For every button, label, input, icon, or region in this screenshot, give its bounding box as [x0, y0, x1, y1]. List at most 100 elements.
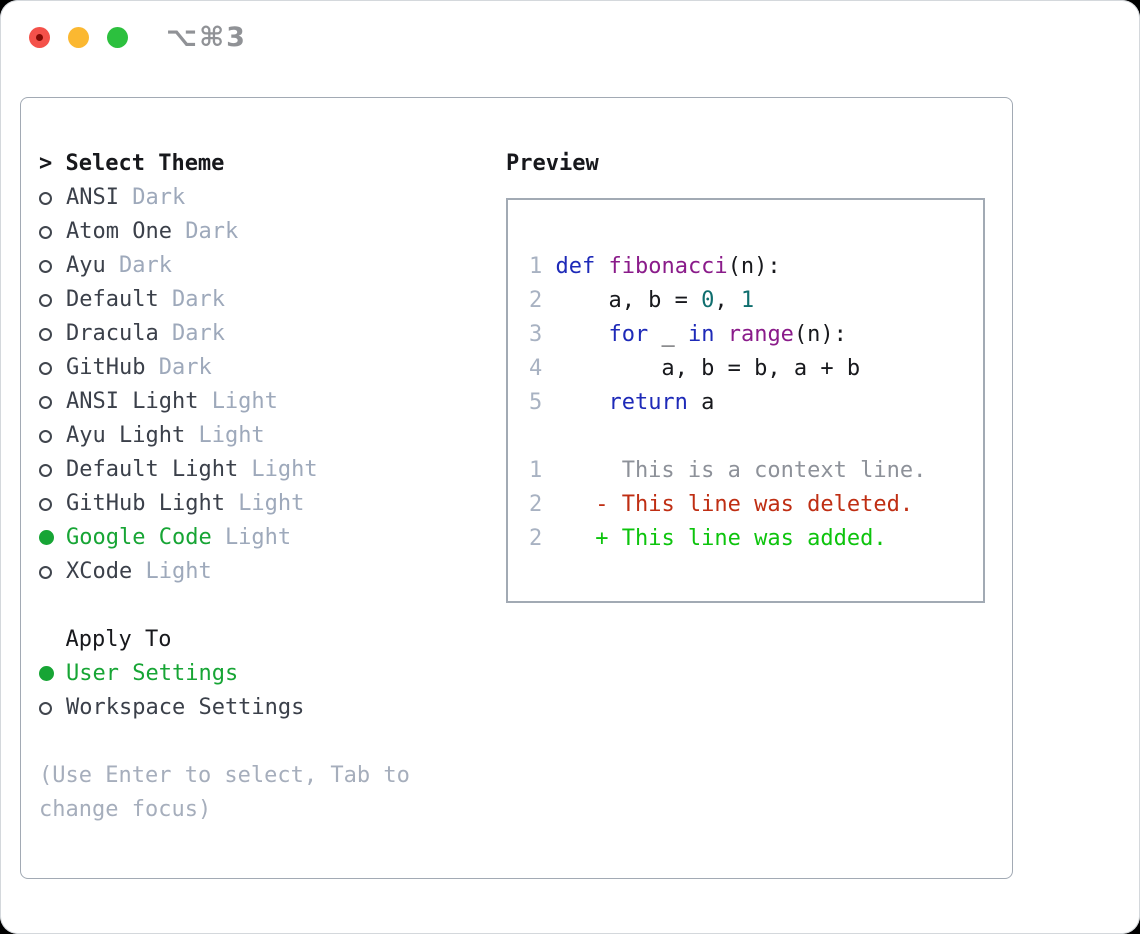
code-token: a, b = b, a + b [555, 356, 861, 381]
theme-name: ANSI Light [66, 389, 199, 414]
spacer [39, 725, 1012, 759]
apply-to-option[interactable]: Workspace Settings [39, 691, 1012, 725]
code-token: (n): [793, 322, 847, 347]
theme-variant: Dark [171, 287, 225, 312]
code-token: , [714, 288, 741, 313]
theme-name: Default [66, 287, 159, 312]
theme-variant: Dark [185, 219, 239, 244]
code-token: def [555, 254, 596, 279]
code-token: in [687, 322, 715, 347]
theme-option[interactable]: XCode Light [39, 555, 1012, 589]
theme-name: Google Code [66, 525, 212, 550]
code-token: (n): [727, 254, 781, 279]
radio-selected-icon [39, 666, 54, 681]
line-number: 1 [529, 458, 543, 483]
code-token [555, 322, 608, 347]
code-line: 3 for _ in range(n): [529, 318, 983, 352]
theme-variant: Dark [158, 355, 212, 380]
preview-title: Preview [506, 151, 599, 176]
code-token [714, 322, 727, 347]
code-token: 0 [701, 288, 715, 313]
theme-option[interactable]: Default Dark [39, 283, 1012, 317]
radio-icon [39, 498, 52, 511]
titlebar: ⌥⌘3 [0, 0, 1140, 75]
diff-line: 2 + This line was added. [529, 522, 983, 556]
line-number: 2 [529, 288, 543, 313]
hint-text-line-1: (Use Enter to select, Tab to [39, 763, 410, 788]
theme-variant: Light [251, 457, 318, 482]
theme-option[interactable]: Ayu Light Light [39, 419, 1012, 453]
close-button[interactable] [29, 26, 50, 48]
apply-to-option[interactable]: User Settings [39, 657, 1012, 691]
code-token: - This line was deleted. [595, 492, 914, 517]
apply-to-name: User Settings [66, 661, 239, 686]
spacer [529, 420, 983, 454]
theme-option[interactable]: GitHub Light Light [39, 487, 1012, 521]
code-token: + This line was added. [595, 526, 887, 551]
radio-icon [39, 362, 52, 375]
code-token: fibonacci [608, 254, 728, 279]
theme-variant: Light [211, 389, 278, 414]
theme-name: ANSI [66, 185, 119, 210]
code-token: for [608, 322, 649, 347]
select-theme-title: Select Theme [65, 151, 225, 176]
theme-option[interactable]: Atom One Dark [39, 215, 1012, 249]
code-token [555, 526, 595, 551]
radio-icon [39, 464, 52, 477]
radio-icon [39, 192, 52, 205]
line-number: 2 [529, 492, 543, 517]
theme-variant: Light [198, 423, 265, 448]
code-token: 1 [740, 288, 755, 313]
theme-name: XCode [66, 559, 133, 584]
minimize-button[interactable] [68, 26, 89, 48]
apply-to-header: Apply To [39, 623, 1012, 657]
code-line: 4 a, b = b, a + b [529, 352, 983, 386]
line-number: 1 [529, 254, 543, 279]
theme-option[interactable]: ANSI Dark [39, 181, 1012, 215]
apply-to-name: Workspace Settings [66, 695, 305, 720]
code-line: 5 return a [529, 386, 983, 420]
theme-name: Ayu [66, 253, 106, 278]
radio-selected-icon [39, 530, 54, 545]
code-token: This is a context line. [555, 458, 927, 483]
hint-text-line-2: change focus) [39, 797, 212, 822]
radio-icon [39, 328, 52, 341]
line-number: 3 [529, 322, 543, 347]
theme-variant: Light [238, 491, 305, 516]
theme-variant: Light [145, 559, 212, 584]
theme-variant: Dark [171, 321, 225, 346]
radio-icon [39, 260, 52, 273]
code-token: a, b = [555, 288, 702, 313]
theme-name: GitHub Light [66, 491, 225, 516]
radio-icon [39, 294, 52, 307]
radio-icon [39, 566, 52, 579]
line-number: 2 [529, 526, 543, 551]
code-token: range [727, 322, 794, 347]
diff-line: 2 - This line was deleted. [529, 488, 983, 522]
theme-name: Atom One [66, 219, 172, 244]
zoom-button[interactable] [107, 26, 128, 48]
theme-name: Ayu Light [66, 423, 186, 448]
code-token [555, 492, 595, 517]
code-line: 1 def fibonacci(n): [529, 250, 983, 284]
theme-option[interactable]: Ayu Dark [39, 249, 1012, 283]
theme-variant: Dark [118, 253, 172, 278]
close-dot-icon [36, 33, 43, 41]
theme-variant: Dark [132, 185, 186, 210]
focus-caret: > [39, 151, 53, 176]
code-token: a [687, 390, 715, 415]
theme-option[interactable]: ANSI Light Light [39, 385, 1012, 419]
window-title: ⌥⌘3 [166, 22, 247, 53]
code-line: 2 a, b = 0, 1 [529, 284, 983, 318]
